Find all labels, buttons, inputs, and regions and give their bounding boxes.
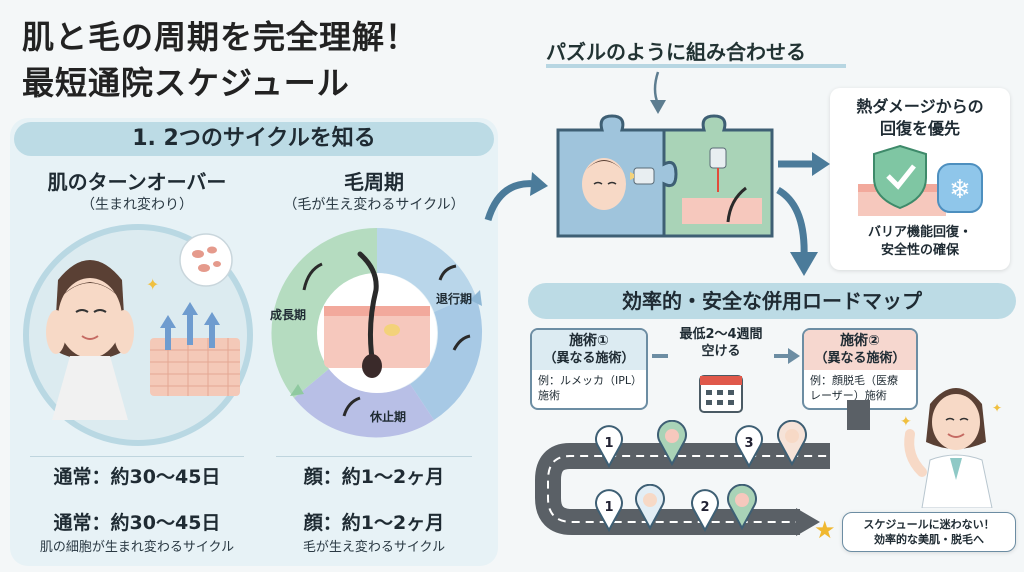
pin-step1-upper: 1 [595,425,623,468]
recovery-note: バリア機能回復・ 安全性の確保 [830,224,1010,260]
to-roadmap-arrow-icon [776,186,818,276]
skin-stat-note: 肌の細胞が生まれ変わるサイクル [39,540,235,555]
recovery-note-line1: バリア機能回復・ [867,225,972,240]
hair-stat-note: 毛が生え変わるサイクル [302,540,446,555]
ring-segment-regression-lower [410,294,483,420]
sparkle-icon-2: ✦ [992,401,1002,415]
calendar-icon [699,375,743,413]
pin-face-lower [635,484,665,530]
step1-example-line1: 例：ルメッカ（IPL） [538,374,643,387]
puzzle-caption-underline [546,64,846,68]
goal-bubble: スケジュールに迷わない！ 効率的な美肌・脱毛へ [842,512,1016,552]
growth-hair-icon [302,262,323,291]
renewal-arrows-icon [160,302,220,350]
woman-face-icon [46,260,134,420]
section-title-cycles: 1. 2つのサイクルを知る [14,122,494,156]
pin-laser-upper [657,420,687,466]
ring-segment-growth [271,227,377,398]
ring-segment-regression [377,227,475,312]
interval-line1: 最低2〜4週間 [679,327,763,342]
goal-line2: 効率的な美肌・脱毛へ [874,533,984,546]
skin-turnover-title: 肌のターンオーバー [47,170,227,194]
cycle-arrow-icon [470,290,482,306]
interval-graphic [652,348,800,413]
hair-cycle-title: 毛周期 [344,170,404,194]
skin-turnover-subtitle: （生まれ変わり） [81,197,193,213]
regression-hair-icon [438,264,457,281]
phase-label-rest: 休止期 [370,410,407,424]
hair-cycle-ring [271,227,483,438]
hair-follicle-icon [324,251,430,378]
recovery-title: 熱ダメージからの 回復を優先 [830,96,1010,140]
shield-icon [873,144,927,210]
to-recovery-arrow-icon [778,152,830,176]
roadmap-road-upper [847,400,870,430]
cycle-arrow-icon-2 [290,384,304,396]
ring-segment-rest [294,368,434,438]
puzzle-illustration [556,114,774,238]
cell-bubble-icon [179,233,233,287]
sparkle-icon: ✦ [900,414,912,430]
pointing-hand-icon [904,429,927,477]
skin-stat-primary: 通常：約30〜45日 [53,466,221,488]
step1-header: 施術① （異なる施術） [532,330,646,370]
doctor-illustration: ✦ ✦ [900,388,1002,508]
pin-number: 1 [604,500,613,515]
svg-text:❄: ❄ [949,175,971,205]
ipl-face-icon [582,158,655,210]
title-line-2: 最短通院スケジュール [22,64,350,102]
skin-divider [30,456,244,457]
step2-card: 施術② （異なる施術） 例：顔脱毛（医療 レーザー）施術 [802,328,918,410]
sparkle-icon: ✦ [146,275,159,294]
pin-number: 2 [700,500,709,515]
pin-step2: 2 [691,489,719,532]
recovery-illustration: ❄ [858,144,983,216]
hair-divider [276,456,472,457]
skin-illustration: ✦ [23,224,253,446]
step2-header: 施術② （異なる施術） [804,330,916,370]
step1-card: 施術① （異なる施術） 例：ルメッカ（IPL） 施術 [530,328,648,410]
roadmap-title: 効率的・安全な併用ロードマップ [528,283,1016,319]
interval-arrow-icon [788,348,800,364]
recovery-note-line2: 安全性の確保 [880,243,959,258]
rest-hair-icon [342,396,361,417]
roadmap-road [535,443,830,536]
ice-pack-icon: ❄ [937,163,983,213]
title-line-1: 肌と毛の周期を完全理解！ [22,18,419,56]
hair-cycle-subtitle: （毛が生え変わるサイクル） [283,197,465,213]
skin-layer-icon [150,338,240,396]
phase-label-regression: 退行期 [436,292,473,306]
pin-number: 3 [744,436,753,451]
recovery-title-line1: 熱ダメージからの [856,97,984,116]
hair-stat-secondary: 顔：約1〜2ヶ月 [303,512,445,534]
road-end-arrow-icon [796,508,820,536]
interval-line2: 空ける [701,344,741,359]
pin-laser-lower [727,484,757,530]
step2-example-line1: 例：顔脱毛（医療 [810,374,898,387]
pin-number: 1 [604,436,613,451]
puzzle-down-arrow-icon [650,71,666,114]
step2-subtitle: （異なる施術） [814,351,906,366]
pin-step1-lower: 1 [595,489,623,532]
phase-label-growth: 成長期 [270,308,307,322]
puzzle-caption: パズルのように組み合わせる [546,40,806,64]
regression-hair-icon-2 [452,334,471,351]
laser-hair-icon [682,147,762,224]
goal-star-icon: ★ [814,516,836,544]
step1-title: 施術① [569,333,609,349]
recovery-title-line2: 回復を優先 [879,119,960,138]
pin-step3: 3 [735,425,763,468]
step1-subtitle: （異なる施術） [543,351,635,366]
step2-example-line2: レーザー）施術 [810,389,887,402]
step1-example-line2: 施術 [538,389,560,402]
skin-stat-secondary: 通常：約30〜45日 [53,512,221,534]
pin-face-upper [777,420,807,466]
to-puzzle-arrow-icon [484,172,548,222]
goal-line1: スケジュールに迷わない！ [863,518,995,531]
step2-title: 施術② [840,333,880,349]
interval-label: 最低2〜4週間 空ける [656,326,786,360]
hair-stat-primary: 顔：約1〜2ヶ月 [303,466,445,488]
